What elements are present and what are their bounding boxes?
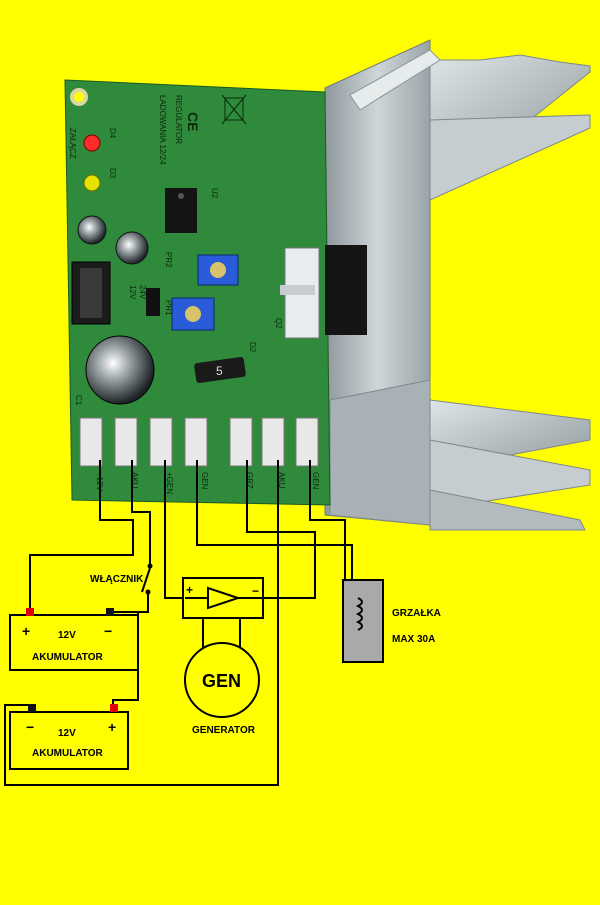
wire-battery1-minus bbox=[110, 590, 149, 613]
battery2-plus-sign: + bbox=[108, 719, 116, 735]
capacitor-small-1 bbox=[77, 215, 107, 245]
generator-symbol: GEN bbox=[202, 671, 241, 691]
terminal-label-7: GEN bbox=[311, 472, 320, 490]
heater-label-line2: MAX 30A bbox=[392, 634, 435, 645]
pcb-title-line2: ŁADOWANIA 12/24 bbox=[158, 95, 167, 165]
generator-label: GENERATOR bbox=[192, 725, 256, 736]
wire-battery2-minus bbox=[4, 460, 279, 786]
battery1-minus-terminal bbox=[106, 608, 114, 616]
transistor-label: Q2 bbox=[274, 318, 283, 329]
led-yellow bbox=[83, 174, 101, 192]
diode-label: D2 bbox=[248, 342, 257, 353]
cap-label: C1 bbox=[74, 395, 83, 406]
pcb-title-line1: REGULATOR bbox=[174, 95, 183, 144]
jumper bbox=[146, 288, 160, 316]
battery2-plus-terminal bbox=[110, 704, 118, 712]
wire-switch-top bbox=[131, 460, 151, 565]
heater-label-line1: GRZAŁKA bbox=[392, 608, 441, 619]
led-red-label: D4 bbox=[108, 128, 117, 139]
heater-coil-icon bbox=[355, 597, 363, 631]
mounting-hole-center bbox=[74, 92, 84, 102]
terminal-block bbox=[79, 417, 319, 467]
pot1-label: PR2 bbox=[164, 252, 173, 268]
pcb-side-text: ZAŁĄCZ bbox=[68, 128, 77, 159]
battery1-plus-sign: + bbox=[22, 623, 30, 639]
pcb-24v-label: 24V bbox=[138, 285, 147, 300]
ic-label: U2 bbox=[210, 188, 219, 199]
terminal-2[interactable] bbox=[114, 417, 138, 467]
terminal-label-6: AKU bbox=[277, 472, 286, 489]
wire-heater-top bbox=[196, 460, 353, 580]
battery1-name: AKUMULATOR bbox=[32, 652, 104, 663]
generator: GEN GENERATOR bbox=[184, 642, 260, 736]
waste-bin-icon bbox=[221, 94, 247, 125]
terminal-label-3: +GEN bbox=[165, 472, 174, 494]
pot2-label: PR1 bbox=[164, 300, 173, 316]
terminal-1[interactable] bbox=[79, 417, 103, 467]
wiring bbox=[4, 460, 353, 786]
battery2-voltage: 12V bbox=[58, 728, 76, 739]
wire-gen-minus bbox=[246, 460, 316, 599]
terminal-7[interactable] bbox=[295, 417, 319, 467]
battery1-plus-terminal bbox=[26, 608, 34, 616]
battery2-name: AKUMULATOR bbox=[32, 748, 104, 759]
rectifier-block: + − bbox=[182, 577, 264, 650]
battery2-minus-sign: − bbox=[26, 719, 34, 735]
terminal-5[interactable] bbox=[229, 417, 253, 467]
terminal-4[interactable] bbox=[184, 417, 208, 467]
capacitor-small-2 bbox=[115, 231, 149, 265]
terminal-label-4: GEN bbox=[200, 472, 209, 490]
wire-heater-side bbox=[309, 460, 346, 580]
battery1-voltage: 12V bbox=[58, 630, 76, 641]
wire-gen-plus bbox=[164, 460, 185, 599]
ce-mark-icon: CE bbox=[185, 112, 201, 131]
battery1-minus-sign: − bbox=[104, 623, 112, 639]
power-transistor bbox=[325, 245, 367, 335]
terminal-6[interactable] bbox=[261, 417, 285, 467]
battery-2: − + 12V AKUMULATOR bbox=[9, 704, 129, 770]
switch-label: WŁĄCZNIK bbox=[90, 574, 144, 585]
capacitor-large bbox=[85, 335, 155, 405]
diode-body-text: 5 bbox=[216, 364, 223, 378]
switch-icon[interactable] bbox=[141, 563, 153, 595]
power-diode bbox=[194, 357, 246, 383]
terminal-label-5: GRZ bbox=[245, 472, 254, 489]
mounting-screw bbox=[280, 285, 315, 295]
battery2-minus-terminal bbox=[28, 704, 36, 712]
rectifier-plus: + bbox=[186, 583, 193, 597]
svg-text:CE: CE bbox=[185, 112, 201, 131]
wire-battery1-plus bbox=[29, 460, 134, 612]
heater: GRZAŁKA MAX 30A bbox=[342, 579, 441, 663]
terminal-label-2: AKU bbox=[130, 472, 139, 489]
rectifier-minus: − bbox=[252, 584, 259, 598]
led-yellow-label: D3 bbox=[108, 168, 117, 179]
generator-icon bbox=[184, 642, 260, 718]
pcb-board: REGULATOR ŁADOWANIA 12/24 CE D4 D3 ZAŁĄC… bbox=[64, 79, 367, 506]
terminal-3[interactable] bbox=[149, 417, 173, 467]
pcb-12v-label: 12V bbox=[128, 285, 137, 300]
battery-1: + − 12V AKUMULATOR bbox=[9, 608, 139, 671]
led-red bbox=[83, 134, 101, 152]
heatsink bbox=[324, 39, 591, 531]
